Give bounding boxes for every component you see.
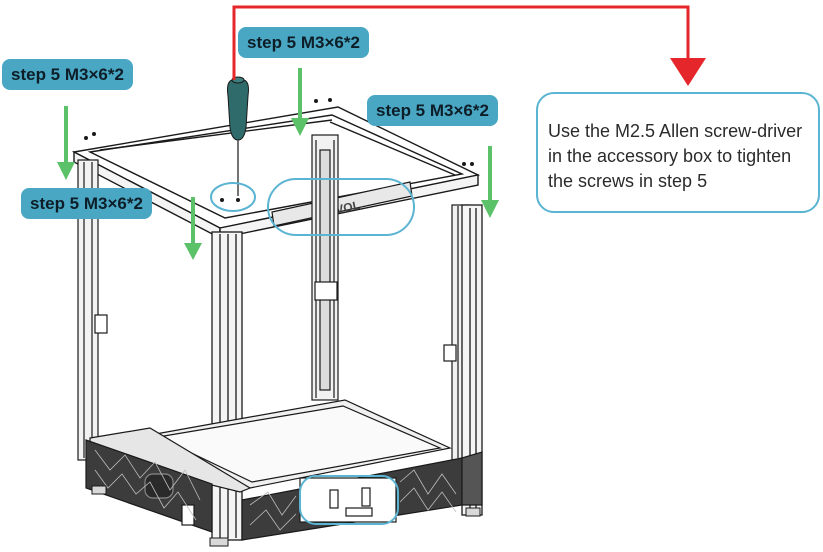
red-pointer-arrow [232, 5, 706, 86]
callout-text: Use the M2.5 Allen screw-driver in the a… [548, 121, 803, 191]
arrow-down-1 [291, 68, 309, 136]
screw-highlight [210, 182, 256, 212]
top-plate-highlight [267, 178, 415, 236]
highlight-marks [210, 178, 415, 525]
rear-column [311, 134, 339, 401]
step-label-left: step 5 M3×6*2 [2, 59, 133, 90]
screw-markers [84, 98, 474, 202]
step-label-top: step 5 M3×6*2 [238, 27, 369, 58]
green-arrows [57, 68, 499, 260]
arrow-down-4 [184, 197, 202, 260]
base-pattern [94, 449, 457, 531]
arrow-down-2 [57, 106, 75, 180]
arrow-down-3 [481, 146, 499, 218]
step-label-right: step 5 M3×6*2 [367, 95, 498, 126]
base-highlight [299, 475, 399, 525]
step-label-front: step 5 M3×6*2 [21, 188, 152, 219]
front-left-column [211, 231, 243, 541]
top-frame [71, 106, 481, 240]
instruction-callout: Use the M2.5 Allen screw-driver in the a… [536, 92, 820, 213]
printer-feet [91, 485, 481, 547]
build-plate [89, 399, 452, 493]
